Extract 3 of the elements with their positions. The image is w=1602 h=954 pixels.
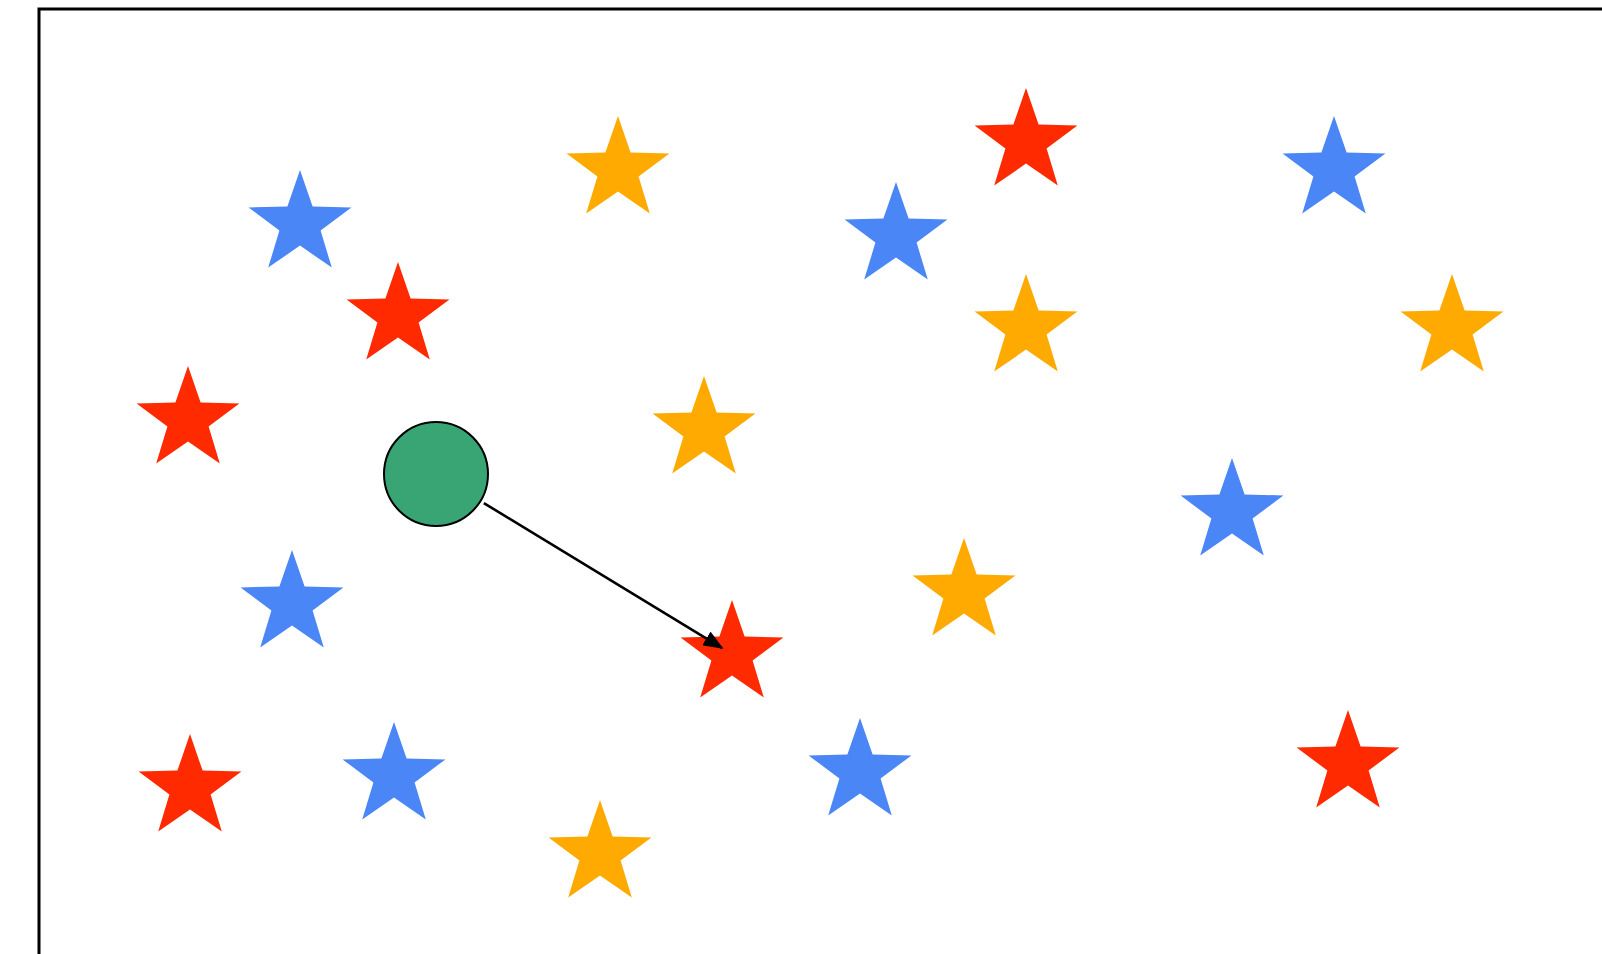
arrow xyxy=(483,502,724,649)
star-icon xyxy=(680,600,784,698)
circle-node xyxy=(383,421,489,527)
